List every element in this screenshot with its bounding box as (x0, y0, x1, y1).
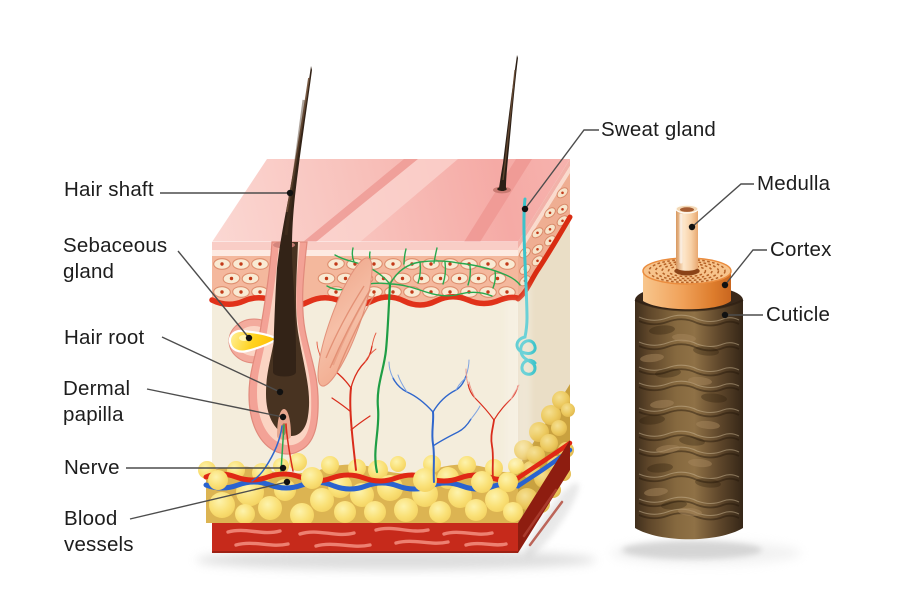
label-sebaceous-gland: Sebaceous gland (63, 234, 168, 283)
nerve-fibers (326, 247, 521, 474)
hair-shaft-left (273, 66, 312, 377)
skin-block (198, 55, 575, 553)
label-cuticle: Cuticle (766, 303, 831, 326)
epidermis (212, 159, 570, 257)
subcutaneous-blood-vessels (203, 440, 573, 492)
arrector-pili-muscle (317, 257, 376, 387)
medulla-core (675, 204, 699, 271)
skin-surface-top (212, 159, 570, 243)
muscle-layer (212, 440, 570, 553)
label-sweat-gland: Sweat gland (601, 118, 717, 141)
label-hair-shaft: Hair shaft (64, 178, 154, 201)
hair-cross-section (634, 204, 744, 540)
leader-lines (126, 129, 767, 520)
label-medulla: Medulla (757, 172, 831, 195)
label-hair-root: Hair root (64, 326, 145, 349)
cuticle-layer (635, 300, 743, 540)
label-cortex: Cortex (770, 238, 832, 261)
surface-seam-stripe (303, 159, 418, 242)
drop-shadows (196, 482, 801, 570)
leader-dots (245, 189, 729, 486)
label-blood-vessels: Blood vessels (64, 507, 134, 556)
hair-shaft-right (493, 55, 518, 194)
label-nerve: Nerve (64, 456, 120, 479)
label-dermal-papilla: Dermal papilla (63, 377, 131, 426)
fat-globules-front (208, 467, 518, 493)
